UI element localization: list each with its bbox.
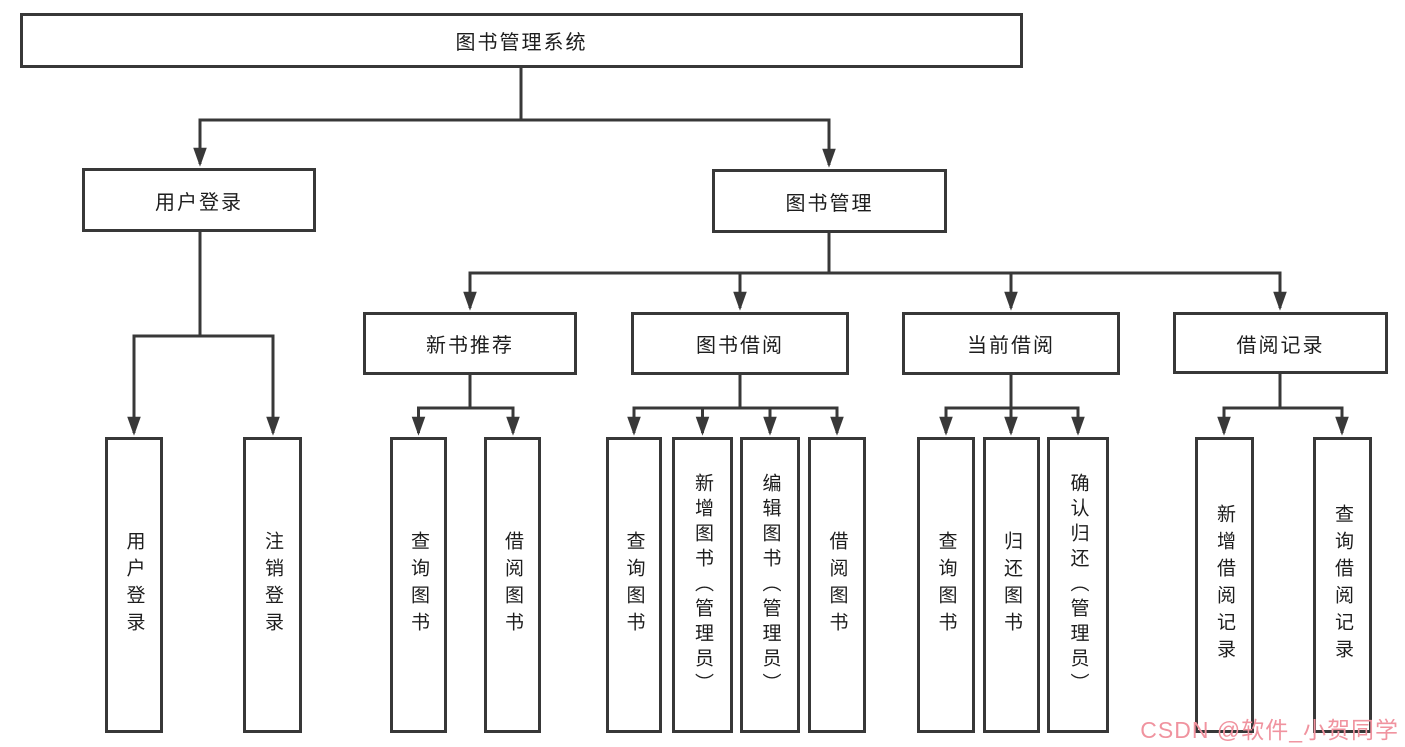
csdn-watermark: CSDN @软件_小贺同学 [1140, 717, 1399, 743]
node-leaf-return-books: 归还图书 [983, 437, 1040, 733]
node-leaf-user-login: 用户登录 [105, 437, 163, 733]
node-leaf-add-borrow-record: 新增借阅记录 [1195, 437, 1254, 733]
node-leaf-query-borrow-record-label: 查询借阅记录 [1332, 504, 1353, 666]
node-new-book-recommend-label: 新书推荐 [426, 335, 514, 357]
node-leaf-logout: 注销登录 [243, 437, 302, 733]
node-leaf-add-borrow-record-label: 新增借阅记录 [1214, 504, 1235, 666]
node-library-system: 图书管理系统 [20, 13, 1023, 68]
node-leaf-confirm-return-admin: 确认归还（管理员） [1047, 437, 1109, 733]
node-current-borrow: 当前借阅 [902, 312, 1120, 375]
node-library-system-label: 图书管理系统 [455, 32, 588, 54]
node-leaf-query-books-borrow: 查询图书 [606, 437, 662, 733]
node-leaf-query-books-borrow-label: 查询图书 [623, 531, 645, 639]
node-book-management: 图书管理 [712, 169, 947, 233]
node-leaf-edit-books-admin-label: 编辑图书（管理员） [759, 472, 781, 698]
node-user-login-label: 用户登录 [155, 191, 243, 214]
node-book-management-label: 图书管理 [785, 192, 874, 215]
node-borrow-records-label: 借阅记录 [1236, 334, 1325, 357]
node-book-borrow: 图书借阅 [631, 312, 849, 375]
node-leaf-borrow-books: 借阅图书 [808, 437, 866, 733]
node-leaf-query-books-recommend: 查询图书 [390, 437, 447, 733]
node-leaf-edit-books-admin: 编辑图书（管理员） [740, 437, 800, 733]
node-book-borrow-label: 图书借阅 [696, 335, 784, 357]
node-leaf-logout-label: 注销登录 [262, 531, 283, 639]
node-leaf-query-books-current: 查询图书 [917, 437, 975, 733]
node-leaf-return-books-label: 归还图书 [1001, 531, 1022, 639]
node-current-borrow-label: 当前借阅 [967, 335, 1055, 357]
node-leaf-confirm-return-admin-label: 确认归还（管理员） [1067, 472, 1089, 698]
node-leaf-query-books-current-label: 查询图书 [935, 531, 957, 639]
node-leaf-query-borrow-record: 查询借阅记录 [1313, 437, 1372, 733]
node-leaf-user-login-label: 用户登录 [123, 531, 145, 639]
node-borrow-records: 借阅记录 [1173, 312, 1388, 374]
node-leaf-borrow-books-label: 借阅图书 [826, 531, 848, 639]
node-leaf-add-books-admin: 新增图书（管理员） [672, 437, 733, 733]
node-leaf-borrow-books-recommend: 借阅图书 [484, 437, 541, 733]
node-new-book-recommend: 新书推荐 [363, 312, 577, 375]
node-leaf-borrow-books-recommend-label: 借阅图书 [502, 531, 523, 639]
node-user-login: 用户登录 [82, 168, 316, 232]
node-leaf-query-books-recommend-label: 查询图书 [408, 531, 429, 639]
node-leaf-add-books-admin-label: 新增图书（管理员） [692, 472, 713, 698]
